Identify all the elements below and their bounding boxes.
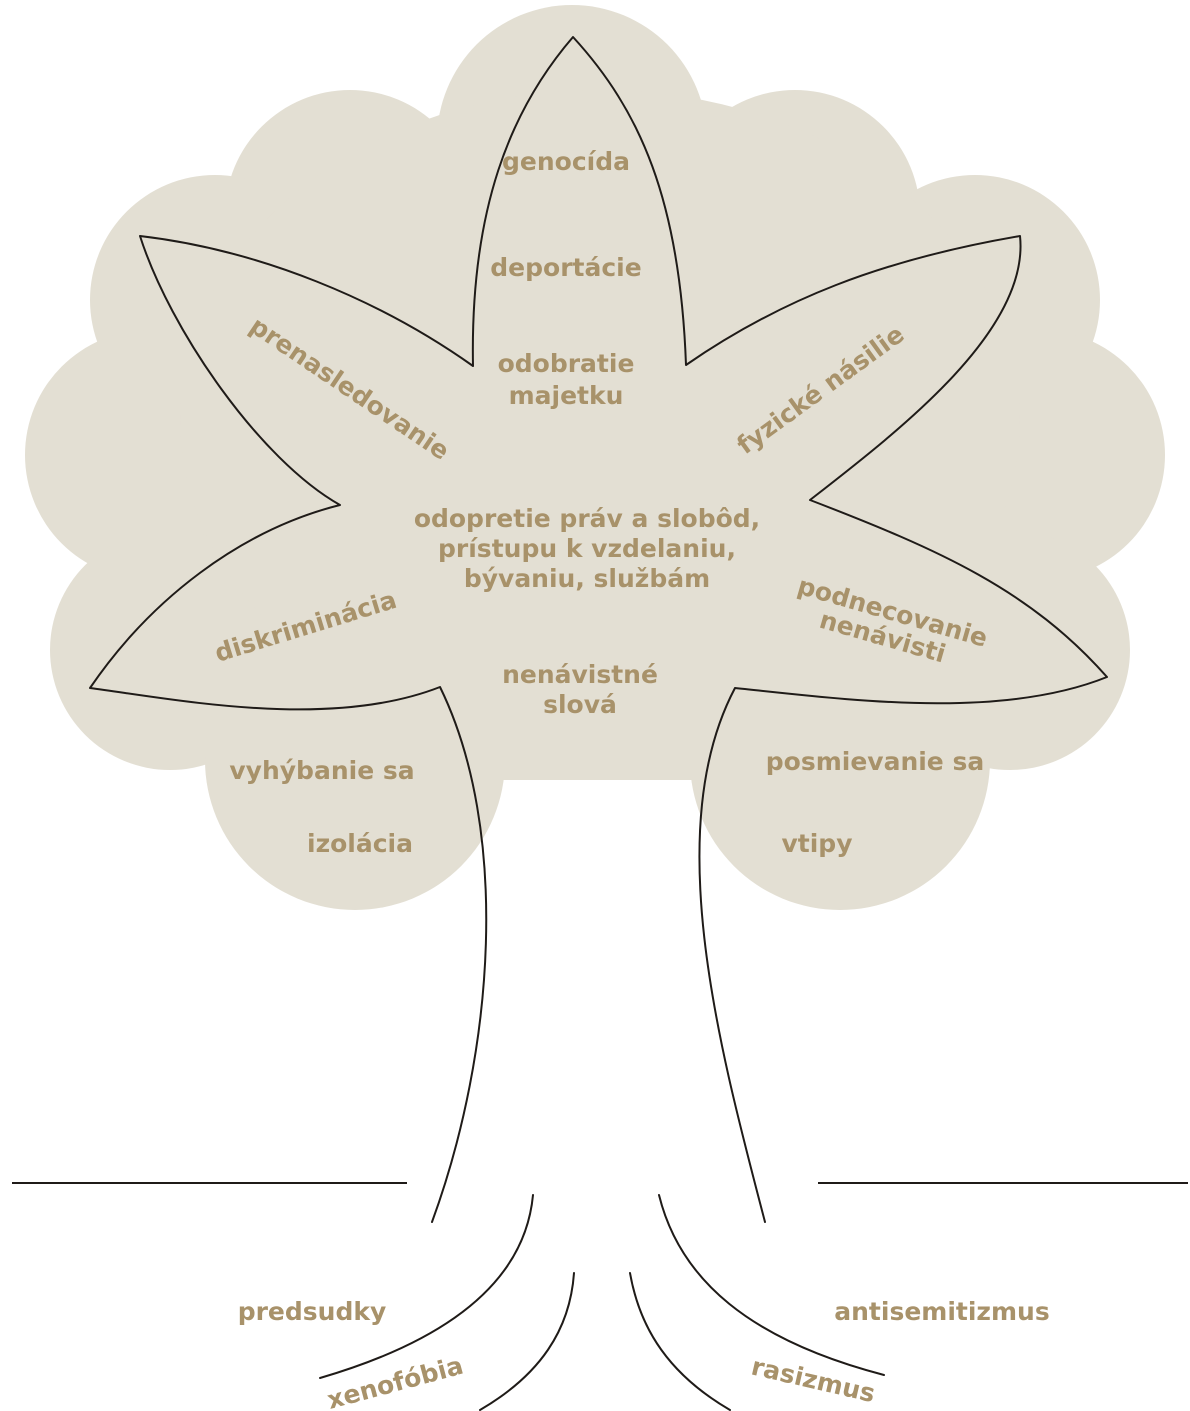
petal-outline — [89, 36, 1108, 1223]
label-vtipy: vtipy — [781, 829, 852, 858]
label-xenofobia: xenofóbia — [324, 1351, 466, 1411]
label-izolacia: izolácia — [307, 829, 413, 858]
label-nenavistne-line2: slová — [543, 690, 617, 719]
label-vyhybanie: vyhýbanie sa — [229, 756, 414, 785]
root-inner-left — [319, 1194, 534, 1379]
label-odobratie-line2: majetku — [509, 381, 624, 410]
label-odopretie-line2: prístupu k vzdelaniu, — [438, 534, 736, 563]
root-inner-right — [658, 1194, 885, 1376]
label-genocida: genocída — [502, 147, 630, 176]
crown-center-fill — [180, 90, 1020, 750]
tree-crown — [25, 5, 1165, 910]
label-odopretie-line1: odopretie práv a slobôd, — [414, 504, 760, 533]
label-posmievanie: posmievanie sa — [766, 747, 984, 776]
petal-trunk-outline — [89, 36, 1108, 1223]
label-predsudky: predsudky — [238, 1297, 387, 1326]
root-lower-right — [629, 1272, 731, 1411]
label-rasizmus: rasizmus — [749, 1352, 878, 1409]
roots — [319, 1194, 885, 1411]
label-antisemitizmus: antisemitizmus — [834, 1297, 1049, 1326]
label-deportacie: deportácie — [490, 253, 641, 282]
label-odopretie-line3: bývaniu, službám — [464, 564, 710, 593]
label-odobratie-line1: odobratie — [498, 349, 635, 378]
root-lower-left — [479, 1272, 575, 1411]
label-nenavistne-line1: nenávistné — [502, 660, 658, 689]
